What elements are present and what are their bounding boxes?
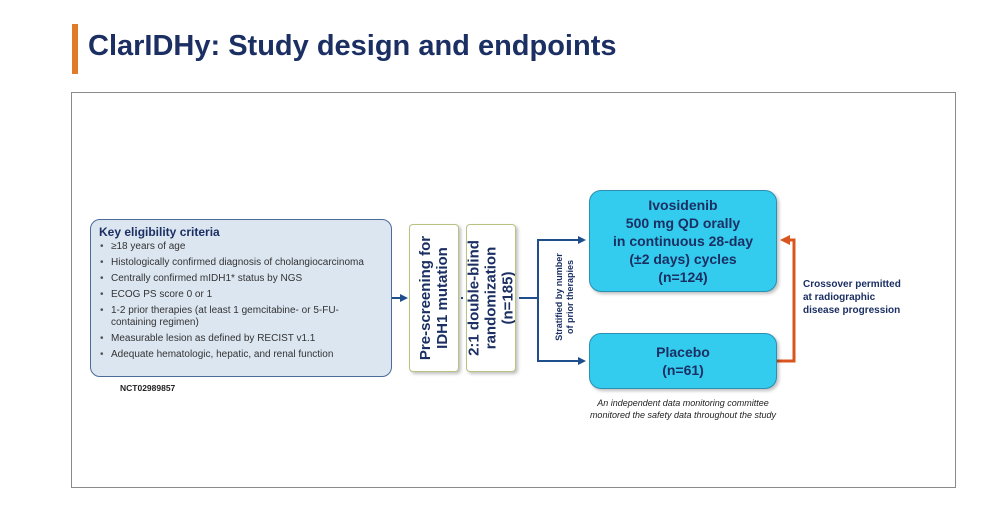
crossover-line: disease progression xyxy=(803,305,901,316)
prescreening-line: IDH1 mutation xyxy=(434,247,451,349)
placebo-arm-box: Placebo (n=61) xyxy=(589,333,777,389)
title-accent-bar xyxy=(72,24,78,74)
placebo-line: (n=61) xyxy=(662,362,704,378)
randomization-line: 2:1 double-blind xyxy=(466,240,483,356)
diagram-frame xyxy=(71,92,956,488)
criterion-item: Histologically confirmed diagnosis of ch… xyxy=(99,257,383,269)
criterion-item: Centrally confirmed mIDH1* status by NGS xyxy=(99,273,383,285)
criterion-item: Measurable lesion as defined by RECIST v… xyxy=(99,333,383,345)
crossover-line: at radiographic xyxy=(803,292,876,303)
ivosidenib-line: (±2 days) cycles xyxy=(629,251,737,267)
slide-title: ClarIDHy: Study design and endpoints xyxy=(88,30,617,62)
randomization-line: randomization xyxy=(482,246,500,350)
idmc-line: An independent data monitoring committee xyxy=(597,398,769,408)
eligibility-list: ≥18 years of age Histologically confirme… xyxy=(99,241,383,361)
ivosidenib-line: Ivosidenib xyxy=(648,197,718,213)
trial-id-label: NCT02989857 xyxy=(120,383,176,393)
prescreening-line: Pre-screening for xyxy=(417,235,434,361)
ivosidenib-line: in continuous 28-day xyxy=(612,233,753,249)
stratification-line: Stratified by number xyxy=(554,253,564,341)
crossover-label: Crossover permitted at radiographic dise… xyxy=(803,278,901,317)
stratification-line: of prior therapies xyxy=(565,259,575,335)
stratification-label: Stratified by number of prior therapies xyxy=(554,253,576,341)
criterion-item: 1-2 prior therapies (at least 1 gemcitab… xyxy=(99,305,383,329)
crossover-arrow xyxy=(777,235,796,363)
crossover-line: Crossover permitted xyxy=(803,279,901,290)
ivosidenib-line: 500 mg QD orally xyxy=(625,215,741,231)
eligibility-criteria-box: Key eligibility criteria ≥18 years of ag… xyxy=(90,219,392,377)
ivosidenib-line: (n=124) xyxy=(658,269,708,285)
arrow-branch-to-ivosidenib xyxy=(537,236,586,298)
idmc-note: An independent data monitoring committee… xyxy=(590,397,776,421)
arrow-branch-to-placebo xyxy=(537,298,586,365)
idmc-line: monitored the safety data throughout the… xyxy=(589,410,777,420)
criterion-item: ECOG PS score 0 or 1 xyxy=(99,289,383,301)
eligibility-heading: Key eligibility criteria xyxy=(99,225,220,239)
criterion-item: Adequate hematologic, hepatic, and renal… xyxy=(99,349,383,361)
criterion-item: ≥18 years of age xyxy=(99,241,383,253)
prescreening-box: Pre-screening for IDH1 mutation xyxy=(409,224,459,372)
ivosidenib-arm-box: Ivosidenib 500 mg QD orally in continuou… xyxy=(589,190,777,292)
randomization-box: 2:1 double-blind randomization (n=185) xyxy=(466,224,516,372)
placebo-line: Placebo xyxy=(656,344,710,360)
randomization-line: (n=185) xyxy=(499,271,516,325)
